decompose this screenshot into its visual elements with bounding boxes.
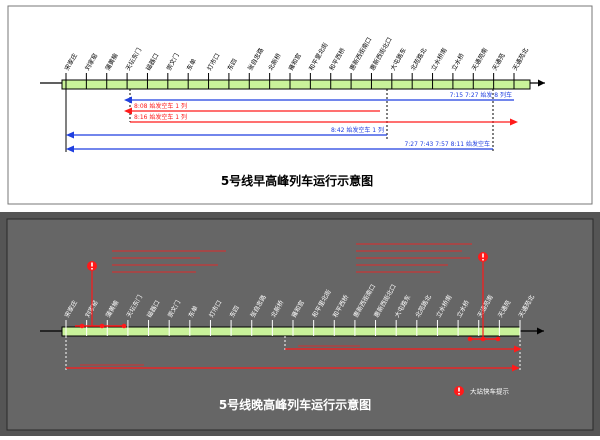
legend-label: 大站快车提示: [470, 387, 510, 396]
evening-service-line-2: [66, 364, 520, 372]
morning-track-arrow-right: [538, 79, 545, 87]
evening-track-band: [61, 326, 521, 337]
morning-panel-frame: [7, 5, 593, 205]
evening-note-marker-right: [478, 252, 488, 339]
evening-note-text-left: [112, 250, 226, 273]
morning-service-label-1: 7:15 7:27 始发 8 列车: [450, 91, 512, 99]
morning-service-label-4: 8:42 始发空车 1 列: [331, 126, 384, 134]
evening-track-arrow-right: [537, 327, 544, 335]
evening-service-line-1: [285, 345, 522, 353]
morning-service-line-5: 7:27 7:43 7:57 8:11 始发空车: [66, 140, 493, 153]
morning-station-ticks: [65, 73, 515, 89]
morning-service-line-3: 8:16 始发空车 1 列: [130, 113, 518, 126]
morning-peak-panel: 宋家庄刘家窑蒲黄榆天坛东门磁器口崇文门东单灯市口东四张自忠路北新桥雍和宫和平里北…: [7, 5, 593, 205]
morning-service-label-5: 7:27 7:43 7:57 8:11 始发空车: [404, 140, 490, 148]
evening-note-text-right: [356, 243, 472, 273]
evening-express-stops-left: [75, 323, 127, 329]
evening-station-ticks: [65, 320, 521, 336]
evening-legend: 大站快车提示: [454, 386, 510, 396]
morning-service-label-2: 8:08 始发空车 1 列: [134, 102, 187, 110]
morning-track-band: [61, 79, 531, 90]
morning-diagram-title: 5号线早高峰列车运行示意图: [221, 173, 373, 188]
morning-service-line-2: 8:08 始发空车 1 列: [124, 102, 380, 115]
morning-service-line-1: 7:15 7:27 始发 8 列车: [124, 91, 514, 104]
evening-peak-panel: 宋家庄刘家窑蒲黄榆天坛东门磁器口崇文门东单灯市口东四张自忠路北新桥雍和宫和平里北…: [0, 212, 600, 436]
evening-note-marker-left: [87, 261, 97, 326]
evening-diagram-title: 5号线晚高峰列车运行示意图: [219, 397, 371, 412]
evening-express-stops-right: [467, 336, 501, 342]
morning-service-line-4: 8:42 始发空车 1 列: [66, 126, 387, 139]
morning-service-label-3: 8:16 始发空车 1 列: [134, 113, 187, 121]
evening-panel-frame: [6, 218, 594, 431]
